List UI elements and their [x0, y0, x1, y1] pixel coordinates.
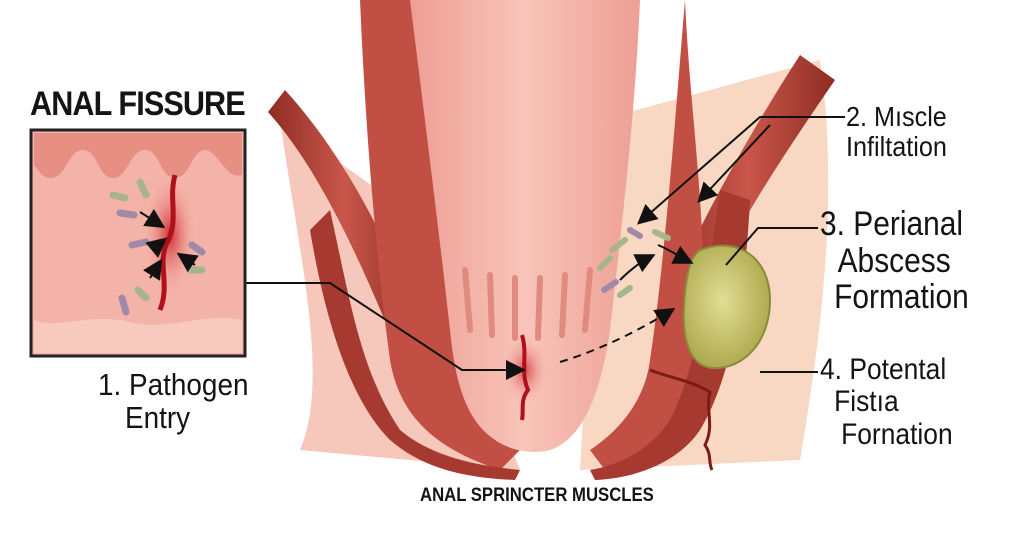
label-abscess-line1: 3. Perianal: [820, 205, 964, 243]
right-sphincter-wall: [590, 0, 704, 470]
arrow-icon: [559, 307, 676, 363]
arrow-icon: [657, 244, 694, 264]
label-muscle-infiltration: 2. Mıscle Infiltation: [846, 101, 947, 163]
title-anal-fissure: ANAL FISSURE: [30, 85, 246, 123]
inset-bottom-folds: [34, 318, 242, 353]
label-fistula-formation: 4. Potental Fistıa Fornation: [820, 353, 953, 451]
inset-fissure-closeup: [29, 128, 247, 358]
bacteria-cluster-right: [597, 227, 671, 298]
label-fistula-line3: Fornation: [841, 417, 953, 451]
rectal-mucosa: [410, 0, 640, 452]
abscess: [682, 244, 772, 370]
leader-pathogen: [245, 282, 526, 380]
label-pathogen-entry: 1. Pathogen Entry: [98, 368, 248, 435]
label-pathogen-line2: Entry: [125, 400, 191, 436]
fissure-slit: [520, 334, 531, 421]
label-muscle-line1: 2. Mıscle: [846, 101, 947, 132]
fistula-tract: [649, 368, 714, 471]
arrow-icon: [619, 254, 656, 281]
leader-muscle-2: [697, 124, 771, 203]
label-fistula-line2: Fistıa: [834, 385, 899, 419]
label-fistula-line1: 4. Potental: [820, 353, 947, 386]
left-external-sphincter: [310, 210, 520, 480]
label-abscess-line2: Abscess: [837, 241, 951, 280]
leader-muscle-1: [636, 116, 845, 225]
anal-columns: [462, 267, 593, 341]
label-abscess-line3: Formation: [834, 278, 969, 317]
label-sphincter-muscles: ANAL SPRINCTER MUSCLES: [420, 485, 654, 506]
inset-mucosal-folds: [34, 133, 242, 178]
label-pathogen-line1: 1. Pathogen: [98, 367, 249, 402]
label-perianal-abscess: 3. Perianal Abscess Formation: [820, 206, 969, 316]
label-muscle-line2: Infiltation: [846, 131, 947, 163]
leader-abscess: [725, 227, 818, 266]
